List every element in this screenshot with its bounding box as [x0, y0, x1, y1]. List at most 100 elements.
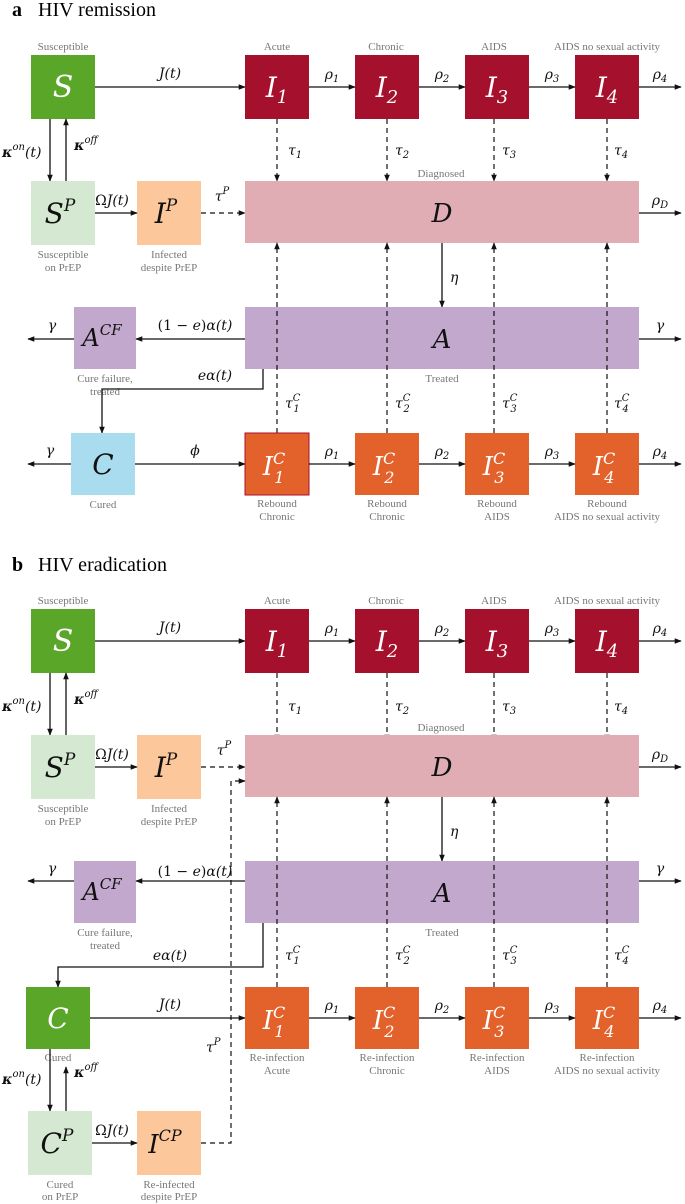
caption-icp-line1: Re-infected	[143, 1179, 195, 1191]
node-c-symbol: C	[92, 448, 113, 481]
label-omega-j-cp: ΩJ(t)	[95, 1123, 129, 1139]
caption-acute-b: Acute	[264, 595, 290, 607]
label-gamma-c: γ	[46, 443, 55, 459]
node-cp	[28, 1111, 92, 1175]
label-e-alpha: eα(t)	[198, 368, 232, 384]
label-kappa-on: κon(t)	[1, 142, 42, 161]
label-rho4: ρ4	[652, 67, 668, 85]
node-d	[245, 181, 639, 243]
label-kappa-on-b: κon(t)	[1, 696, 42, 715]
label-rho3-c: ρ3	[544, 444, 560, 462]
node-d-symbol: D	[431, 199, 453, 229]
label-kappa-off-c: κoff	[73, 1062, 100, 1081]
caption-acf-line1-b: Cure failure,	[77, 927, 133, 939]
label-j: J(t)	[156, 66, 181, 82]
caption-icp-line2: despite PrEP	[141, 1191, 198, 1203]
node-i1c-b	[245, 987, 309, 1049]
node-i2	[355, 55, 419, 119]
caption-prep-line1-b: Susceptible	[38, 803, 89, 815]
caption-chronic: Chronic	[368, 41, 404, 53]
caption-ip-line2: despite PrEP	[141, 262, 198, 274]
node-i4c-b	[575, 987, 639, 1049]
label-gamma-a: γ	[656, 318, 665, 334]
arrow-a-c	[99, 369, 264, 434]
caption-acf-line2: treated	[90, 386, 120, 398]
caption-cured: Cured	[90, 499, 117, 511]
caption-aids-no-sexual-activity-b: AIDS no sexual activity	[554, 595, 661, 607]
label-gamma-a-b: γ	[656, 861, 665, 877]
label-tau2-b: τ2	[395, 699, 409, 717]
node-s	[31, 55, 95, 119]
panel-a-letter: a	[12, 0, 22, 21]
panel-b: b HIV eradication Susceptible Acute Chro…	[1, 554, 682, 1203]
label-j-c-b: J(t)	[156, 997, 181, 1013]
caption-r2-line2: Chronic	[369, 511, 405, 523]
caption-r1-line1: Rebound	[257, 498, 297, 510]
caption-r3-line2: AIDS	[484, 511, 510, 523]
node-c	[71, 433, 135, 495]
caption-treated: Treated	[425, 373, 459, 385]
node-i2c	[355, 433, 419, 495]
node-s-b-symbol: S	[53, 624, 74, 659]
caption-cp-line2: on PrEP	[42, 1191, 78, 1203]
node-a-b	[245, 861, 639, 923]
node-i1	[245, 55, 309, 119]
node-i1-b	[245, 609, 309, 673]
label-tau1: τ1	[288, 143, 302, 161]
node-ip-symbol: IP	[154, 196, 178, 230]
label-tau-p-icp: τP	[206, 1037, 221, 1056]
caption-ip-line1-b: Infected	[151, 803, 188, 815]
label-tau3: τ3	[502, 143, 516, 161]
node-i4c	[575, 433, 639, 495]
label-rho1-c: ρ1	[324, 444, 340, 462]
label-omega-j-b: ΩJ(t)	[95, 747, 129, 763]
node-c-b-symbol: C	[47, 1002, 68, 1035]
label-rho4-b: ρ4	[652, 621, 668, 639]
label-kappa-on-c: κon(t)	[1, 1069, 42, 1088]
label-gamma-acf-b: γ	[48, 861, 57, 877]
caption-cured-b: Cured	[45, 1052, 72, 1064]
caption-r1-line2: Chronic	[259, 511, 295, 523]
caption-ip-line2-b: despite PrEP	[141, 816, 198, 828]
panel-b-letter: b	[12, 554, 23, 576]
node-sp-b-symbol: SP	[45, 750, 76, 784]
caption-prep-line2-b: on PrEP	[45, 816, 81, 828]
label-kappa-off-b: κoff	[73, 689, 100, 708]
caption-ip-line1: Infected	[151, 249, 188, 261]
caption-susceptible-b: Susceptible	[38, 595, 89, 607]
node-i3c	[465, 433, 529, 495]
node-i3c-b	[465, 987, 529, 1049]
label-rho2-b: ρ2	[434, 621, 450, 639]
label-rho3-c-b: ρ3	[544, 998, 560, 1016]
node-acf	[74, 307, 136, 369]
caption-acf-line2-b: treated	[90, 940, 120, 952]
label-gamma-acf: γ	[48, 318, 57, 334]
label-tau-p-b: τP	[217, 740, 232, 759]
label-rho1: ρ1	[324, 67, 340, 85]
label-rho3-b: ρ3	[544, 621, 560, 639]
node-acf-b	[74, 861, 136, 923]
caption-diagnosed-b: Diagnosed	[417, 722, 465, 734]
label-tau4-b: τ4	[614, 699, 628, 717]
caption-acute: Acute	[264, 41, 290, 53]
node-a-b-symbol: A	[431, 879, 452, 909]
caption-r3-line1: Rebound	[477, 498, 517, 510]
panel-a: a HIV remission Susceptible Acute Chroni…	[1, 0, 682, 523]
label-rho2-c-b: ρ2	[434, 998, 450, 1016]
label-rho3: ρ3	[544, 67, 560, 85]
caption-r4-line1: Rebound	[587, 498, 627, 510]
